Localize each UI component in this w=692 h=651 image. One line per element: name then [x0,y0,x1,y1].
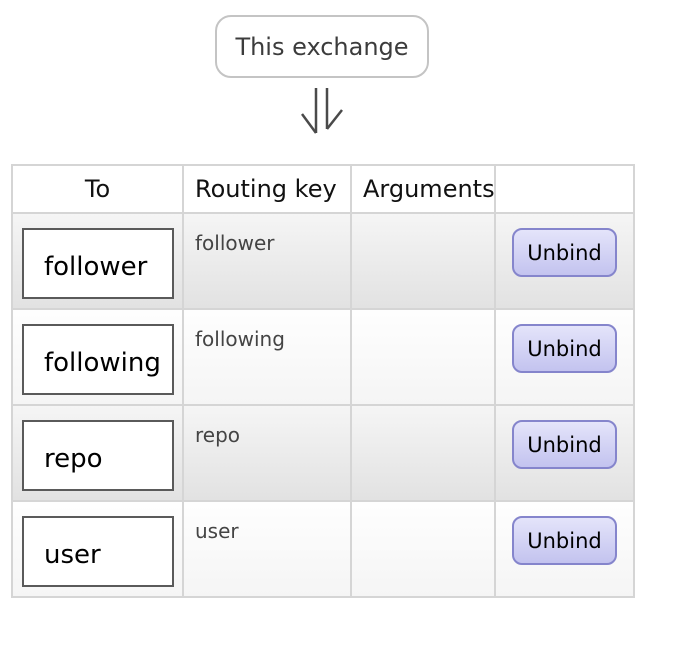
to-cell: repo [11,404,184,502]
this-exchange-label: This exchange [235,32,409,61]
action-cell: Unbind [494,500,635,598]
binding-row: user user Unbind [11,500,635,598]
column-header-routing-key: Routing key [182,164,352,214]
arguments-cell [350,212,496,310]
binding-row: follower follower Unbind [11,212,635,310]
routing-key-cell: user [182,500,352,598]
action-cell: Unbind [494,404,635,502]
column-header-to: To [11,164,184,214]
binding-row: repo repo Unbind [11,404,635,502]
bindings-table-header: To Routing key Arguments [11,164,635,214]
routing-key-cell: following [182,308,352,406]
binding-row: following following Unbind [11,308,635,406]
queue-link[interactable]: following [22,324,174,395]
routing-key-cell: repo [182,404,352,502]
unbind-button[interactable]: Unbind [512,324,617,373]
bindings-panel: This exchange To Routing key Arguments [11,15,635,598]
arguments-cell [350,308,496,406]
bindings-arrow-container [11,88,633,136]
arguments-cell [350,404,496,502]
column-header-actions [494,164,635,214]
queue-link[interactable]: follower [22,228,174,299]
queue-name: follower [44,252,148,282]
action-cell: Unbind [494,212,635,310]
this-exchange-node: This exchange [215,15,429,78]
queue-link[interactable]: repo [22,420,174,491]
arguments-cell [350,500,496,598]
bindings-table: To Routing key Arguments follower follow… [11,164,635,598]
unbind-button[interactable]: Unbind [512,228,617,277]
queue-name: following [44,348,161,378]
queue-name: user [44,540,101,570]
unbind-button[interactable]: Unbind [512,516,617,565]
header-row: To Routing key Arguments [11,164,635,214]
to-cell: following [11,308,184,406]
unbind-button[interactable]: Unbind [512,420,617,469]
to-cell: user [11,500,184,598]
to-cell: follower [11,212,184,310]
routing-key-cell: follower [182,212,352,310]
double-down-arrow-icon [300,88,343,134]
queue-name: repo [44,444,103,474]
column-header-arguments: Arguments [350,164,496,214]
queue-link[interactable]: user [22,516,174,587]
action-cell: Unbind [494,308,635,406]
